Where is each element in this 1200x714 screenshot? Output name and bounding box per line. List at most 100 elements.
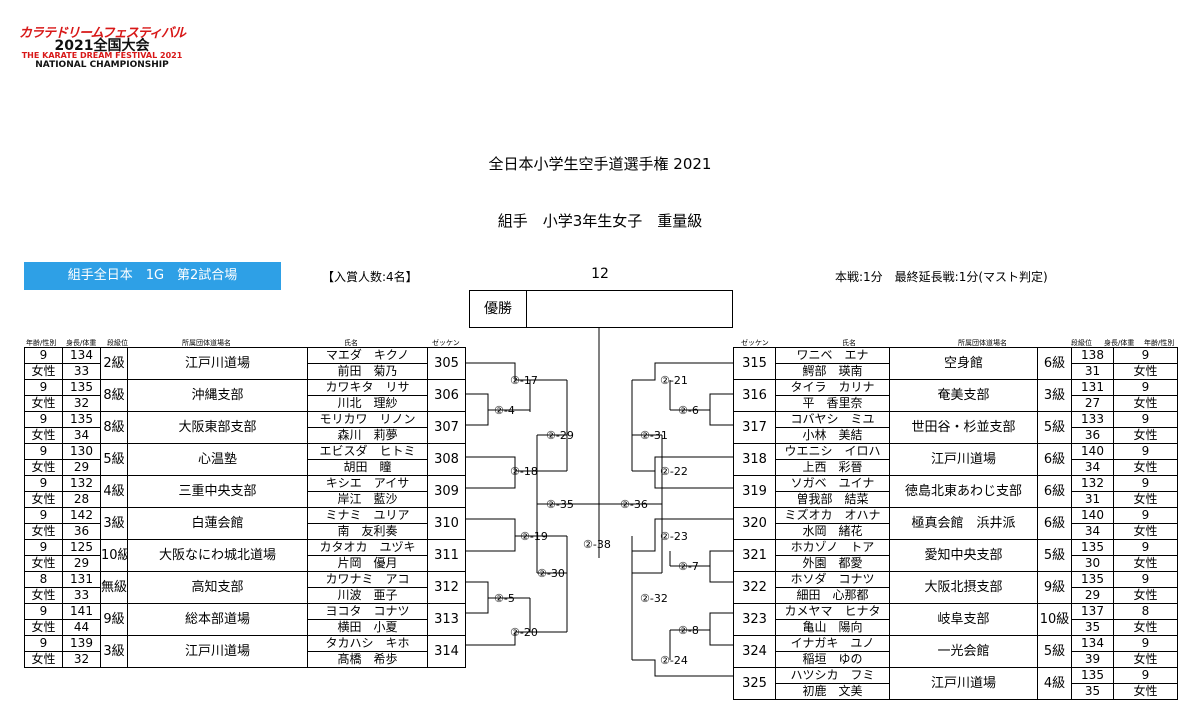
weight: 35 — [1071, 683, 1114, 700]
zekken: 321 — [733, 539, 776, 572]
logo-line-1: カラテドリームフェスティバル — [18, 26, 186, 41]
dojo: 江戸川道場 — [889, 443, 1038, 476]
sex: 女性 — [1113, 587, 1178, 604]
height: 134 — [1071, 635, 1114, 652]
zekken: 310 — [427, 507, 466, 540]
zekken: 309 — [427, 475, 466, 508]
height: 131 — [1071, 379, 1114, 396]
weight: 31 — [1071, 491, 1114, 508]
height: 139 — [62, 635, 101, 652]
dojo: 心温塾 — [127, 443, 308, 476]
table-row: 平 香里奈 27 女性 — [734, 395, 1178, 412]
name-kana: ミズオカ オハナ — [775, 507, 890, 524]
dojo: 大阪東部支部 — [127, 411, 308, 444]
match-label: ②-38 — [583, 538, 611, 551]
rank: 6級 — [1037, 507, 1072, 540]
match-label: ②-35 — [546, 498, 574, 511]
rank: 3級 — [100, 507, 128, 540]
name-kana: ホカゾノ トア — [775, 539, 890, 556]
zekken: 323 — [733, 603, 776, 636]
name-kana: ワニベ エナ — [775, 347, 890, 364]
table-row: 323 カメヤマ ヒナタ 岐阜支部 10級 137 8 — [733, 603, 1178, 636]
table-row: 8 131 無級 高知支部 カワナミ アコ 312 — [24, 571, 466, 604]
rank: 6級 — [1037, 347, 1072, 380]
height: 142 — [62, 507, 101, 524]
page-subtitle: 組手 小学3年生女子 重量級 — [497, 212, 703, 230]
match-label: ②-4 — [494, 404, 515, 417]
event-logo: カラテドリームフェスティバル 2021全国大会 THE KARATE DREAM… — [18, 22, 186, 74]
champion-label: 優勝 — [470, 291, 527, 327]
age: 9 — [1113, 379, 1178, 396]
right-header-zekken: ゼッケン — [741, 339, 769, 347]
dojo: 一光会館 — [889, 635, 1038, 668]
dojo: 岐阜支部 — [889, 603, 1038, 636]
table-row: 女性 28 岸江 藍沙 — [24, 491, 466, 508]
weight: 36 — [1071, 427, 1114, 444]
rank: 8級 — [100, 379, 128, 412]
match-rules: 本戦:1分 最終延長戦:1分(マスト判定) — [835, 270, 1048, 284]
zekken: 325 — [733, 667, 776, 700]
weight: 33 — [62, 587, 101, 604]
age: 9 — [24, 443, 63, 460]
name-kanji: 胡田 瞳 — [307, 459, 428, 476]
zekken: 324 — [733, 635, 776, 668]
name-kanji: 髙橋 希歩 — [307, 651, 428, 668]
name-kanji: 亀山 陽向 — [775, 619, 890, 636]
table-row: 細田 心那都 29 女性 — [734, 587, 1178, 604]
sex: 女性 — [24, 587, 63, 604]
match-label: ②-19 — [520, 530, 548, 543]
sex: 女性 — [24, 523, 63, 540]
match-label: ②-29 — [546, 429, 574, 442]
dojo: 江戸川道場 — [889, 667, 1038, 700]
table-row: 女性 33 川波 亜子 — [24, 587, 466, 604]
height: 137 — [1071, 603, 1114, 620]
zekken: 305 — [427, 347, 466, 380]
table-row: 324 イナガキ ユノ 一光会館 5級 134 9 — [733, 635, 1178, 668]
dojo: 奄美支部 — [889, 379, 1038, 412]
match-label: ②-24 — [660, 654, 688, 667]
sex: 女性 — [24, 555, 63, 572]
rank: 5級 — [1037, 635, 1072, 668]
age: 8 — [24, 571, 63, 588]
age: 9 — [24, 603, 63, 620]
weight: 35 — [1071, 619, 1114, 636]
zekken: 320 — [733, 507, 776, 540]
name-kana: ウエニシ イロハ — [775, 443, 890, 460]
table-row: 9 142 3級 白蓮会館 ミナミ ユリア 310 — [24, 507, 466, 540]
rank: 6級 — [1037, 443, 1072, 476]
name-kana: ヨコタ コナツ — [307, 603, 428, 620]
table-row: 水岡 緒花 34 女性 — [734, 523, 1178, 540]
match-label: ②-17 — [510, 374, 538, 387]
sex: 女性 — [1113, 491, 1178, 508]
match-label: ②-36 — [620, 498, 648, 511]
name-kana: カタオカ ユヅキ — [307, 539, 428, 556]
name-kana: ハツシカ フミ — [775, 667, 890, 684]
dojo: 三重中央支部 — [127, 475, 308, 508]
rank: 5級 — [1037, 539, 1072, 572]
right-header-height-weight: 身長/体重 — [1104, 339, 1135, 347]
name-kana: エビスダ ヒトミ — [307, 443, 428, 460]
weight: 34 — [1071, 523, 1114, 540]
table-row: 9 132 4級 三重中央支部 キシエ アイサ 309 — [24, 475, 466, 508]
logo-line-4: NATIONAL CHAMPIONSHIP — [35, 60, 169, 70]
match-label: ②-7 — [678, 560, 699, 573]
age: 9 — [24, 379, 63, 396]
zekken: 316 — [733, 379, 776, 412]
weight: 32 — [62, 395, 101, 412]
rank: 8級 — [100, 411, 128, 444]
dojo: 高知支部 — [127, 571, 308, 604]
rank: 9級 — [1037, 571, 1072, 604]
match-label: ②-18 — [510, 465, 538, 478]
height: 140 — [1071, 443, 1114, 460]
zekken: 311 — [427, 539, 466, 572]
height: 135 — [62, 379, 101, 396]
weight: 29 — [1071, 587, 1114, 604]
bracket-number: 12 — [591, 266, 609, 282]
age: 9 — [1113, 635, 1178, 652]
name-kanji: 外園 都愛 — [775, 555, 890, 572]
name-kana: ホソダ コナツ — [775, 571, 890, 588]
sex: 女性 — [1113, 523, 1178, 540]
age: 9 — [24, 411, 63, 428]
name-kana: カワナミ アコ — [307, 571, 428, 588]
sex: 女性 — [1113, 651, 1178, 668]
